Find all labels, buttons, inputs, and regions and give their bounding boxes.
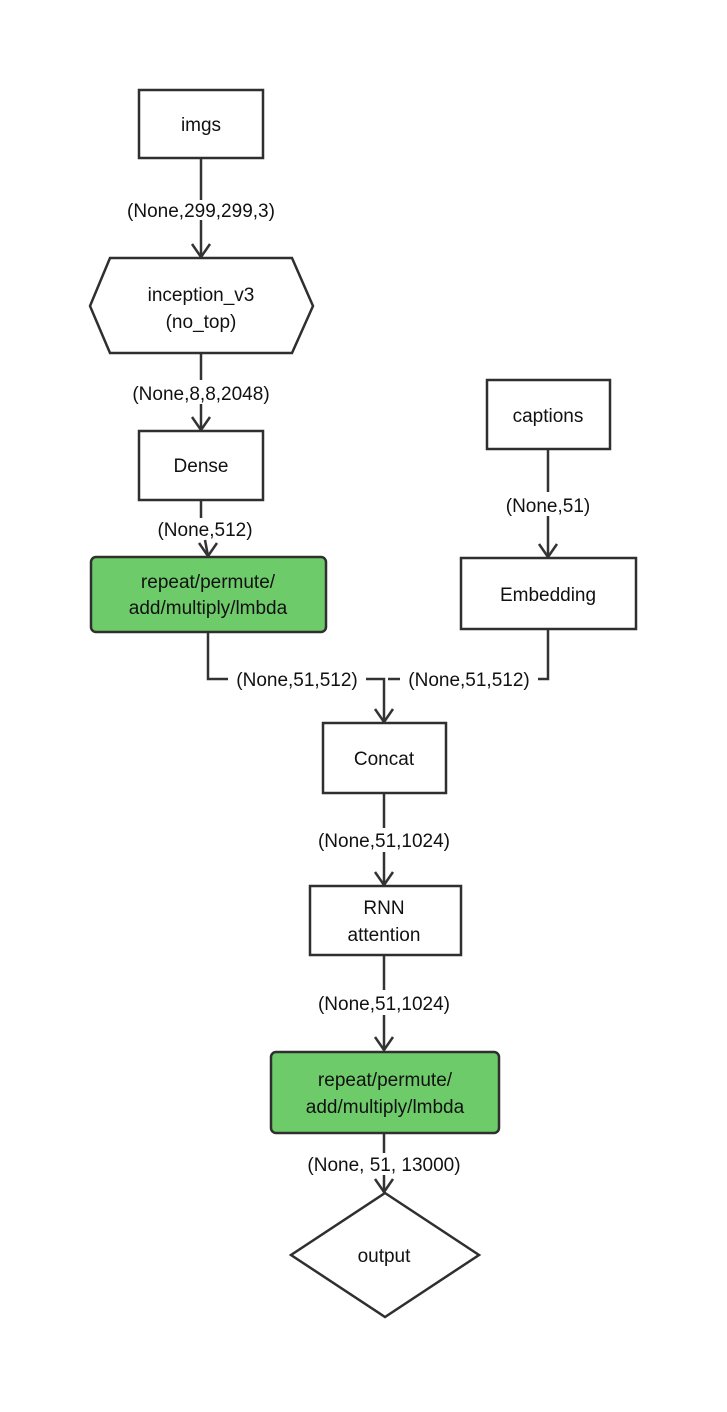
node-embedding-label: Embedding	[500, 585, 596, 606]
edge-label-imgs-inception: (None,299,299,3)	[127, 201, 275, 222]
node-inception-label-line1: inception_v3	[148, 285, 255, 306]
edge-label-repeat1-concat: (None,51,512)	[236, 670, 357, 691]
node-repeat2-label-line2: add/multiply/lmbda	[306, 1097, 465, 1118]
edge-label-dense-repeat1: (None,512)	[157, 520, 252, 541]
node-repeat2: repeat/permute/ add/multiply/lmbda	[269, 1050, 501, 1135]
node-imgs: imgs	[137, 88, 265, 160]
node-embedding: Embedding	[459, 556, 638, 631]
node-output-label: output	[358, 1246, 412, 1267]
node-repeat2-label-line1: repeat/permute/	[318, 1070, 453, 1091]
node-imgs-label: imgs	[181, 115, 221, 136]
connector-repeat1-concat-left	[206, 632, 228, 681]
node-captions-label: captions	[513, 406, 584, 427]
node-output: output	[288, 1191, 482, 1319]
node-inception: inception_v3 (no_top)	[88, 256, 315, 355]
edge-label-rnn-repeat2: (None,51,1024)	[318, 994, 450, 1015]
edge-label-inception-dense: (None,8,8,2048)	[132, 384, 269, 405]
node-repeat2-box	[269, 1050, 501, 1135]
node-output-diamond	[288, 1191, 482, 1319]
node-dense-label: Dense	[174, 456, 229, 477]
connectors	[199, 158, 550, 1192]
node-concat: Concat	[321, 721, 448, 795]
node-concat-box	[321, 721, 448, 795]
node-dense: Dense	[137, 429, 265, 502]
node-inception-label-line2: (no_top)	[166, 312, 237, 333]
node-repeat1-label-line2: add/multiply/lmbda	[129, 598, 288, 619]
edge-label-embedding-concat: (None,51,512)	[408, 670, 529, 691]
arrowhead-to-output	[373, 1178, 395, 1195]
edge-labels: (None,299,299,3) (None,8,8,2048) (None,5…	[127, 201, 590, 1176]
node-rnn-label-line2: attention	[348, 925, 421, 946]
edge-label-captions-embedding: (None,51)	[506, 496, 591, 517]
node-embedding-box	[459, 556, 638, 631]
connector-embedding-concat-right	[538, 630, 550, 681]
node-inception-hexagon	[88, 256, 315, 355]
arrowhead-to-repeat2	[373, 1036, 395, 1053]
edge-label-repeat2-output: (None, 51, 13000)	[307, 1155, 460, 1176]
node-imgs-box	[137, 88, 265, 160]
node-captions-box	[485, 378, 612, 451]
edge-label-concat-rnn: (None,51,1024)	[318, 831, 450, 852]
node-concat-label: Concat	[354, 749, 415, 770]
node-dense-box	[137, 429, 265, 502]
node-repeat1-box	[89, 555, 328, 634]
node-repeat1: repeat/permute/ add/multiply/lmbda	[89, 555, 328, 634]
node-captions: captions	[485, 378, 612, 451]
node-rnn-label-line1: RNN	[363, 898, 404, 919]
node-rnn-box	[308, 884, 463, 957]
connector-repeat1-concat-join	[366, 677, 386, 722]
node-repeat1-label-line1: repeat/permute/	[141, 572, 276, 593]
node-rnn: RNN attention	[308, 884, 463, 957]
